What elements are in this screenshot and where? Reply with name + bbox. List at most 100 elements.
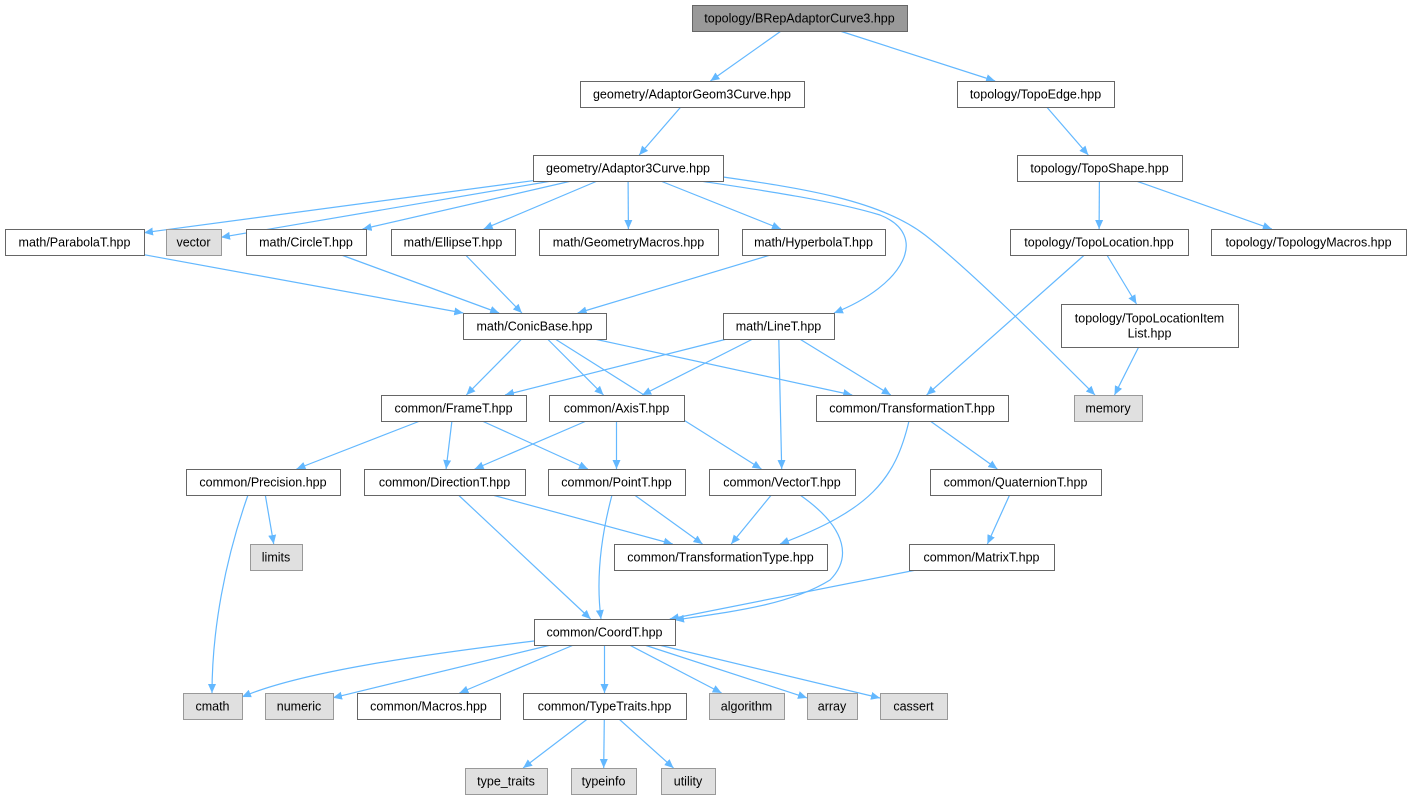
node-box[interactable] (465, 768, 548, 795)
node-pointt[interactable]: common/PointT.hpp (548, 469, 686, 496)
edge-adaptor3-to-parabola (143, 180, 534, 236)
node-label: common/CoordT.hpp (546, 626, 662, 640)
edge-transformationt-to-transftype (779, 420, 910, 545)
node-algorithm[interactable]: algorithm (709, 693, 785, 720)
node-box[interactable] (661, 768, 716, 795)
edge-line (143, 180, 534, 236)
node-box[interactable] (816, 395, 1009, 422)
node-box[interactable] (533, 155, 724, 182)
edge-conicbase-to-transformationt (594, 338, 853, 397)
node-box[interactable] (1061, 304, 1239, 348)
node-box[interactable] (742, 229, 886, 256)
node-adaptorgeom3[interactable]: geometry/AdaptorGeom3Curve.hpp (580, 81, 805, 108)
edge-adaptor3-to-vector (220, 180, 552, 240)
node-hyperbola[interactable]: math/HyperbolaT.hpp (742, 229, 886, 256)
node-quaterniont[interactable]: common/QuaternionT.hpp (930, 469, 1102, 496)
node-box[interactable] (1017, 155, 1183, 182)
node-box[interactable] (614, 544, 828, 571)
node-geommacros[interactable]: math/GeometryMacros.hpp (539, 229, 719, 256)
node-adaptor3[interactable]: geometry/Adaptor3Curve.hpp (533, 155, 724, 182)
node-box[interactable] (880, 693, 948, 720)
node-label: math/HyperbolaT.hpp (754, 236, 873, 250)
node-box[interactable] (250, 544, 303, 571)
node-toposhape[interactable]: topology/TopoShape.hpp (1017, 155, 1183, 182)
node-vectort[interactable]: common/VectorT.hpp (709, 469, 856, 496)
node-box[interactable] (548, 469, 686, 496)
edge-coordt-to-numeric (332, 644, 551, 700)
node-box[interactable] (186, 469, 341, 496)
node-root[interactable]: topology/BRepAdaptorCurve3.hpp (692, 5, 908, 32)
node-box[interactable] (723, 313, 835, 340)
node-box[interactable] (534, 619, 676, 646)
node-box[interactable] (549, 395, 685, 422)
node-box[interactable] (523, 693, 687, 720)
node-directiont[interactable]: common/DirectionT.hpp (364, 469, 526, 496)
node-transftype[interactable]: common/TransformationType.hpp (614, 544, 828, 571)
node-box[interactable] (1211, 229, 1407, 256)
node-box[interactable] (183, 693, 243, 720)
node-box[interactable] (357, 693, 501, 720)
node-topolocation[interactable]: topology/TopoLocation.hpp (1010, 229, 1189, 256)
node-label: cmath (195, 700, 229, 714)
node-typetraits[interactable]: common/TypeTraits.hpp (523, 693, 687, 720)
node-ellipse[interactable]: math/EllipseT.hpp (391, 229, 516, 256)
node-transformationt[interactable]: common/TransformationT.hpp (816, 395, 1009, 422)
node-box[interactable] (246, 229, 367, 256)
node-numeric[interactable]: numeric (265, 693, 334, 720)
edge-line (634, 494, 703, 545)
node-box[interactable] (391, 229, 516, 256)
edge-line (474, 420, 587, 470)
node-label: common/FrameT.hpp (394, 402, 512, 416)
node-vector[interactable]: vector (166, 229, 222, 256)
node-framet[interactable]: common/FrameT.hpp (381, 395, 527, 422)
edge-root-to-adaptorgeom3 (710, 30, 782, 82)
edge-line (492, 494, 673, 546)
node-box[interactable] (1074, 395, 1143, 422)
node-box[interactable] (5, 229, 145, 256)
edge-directiont-to-transftype (492, 494, 673, 546)
node-box[interactable] (364, 469, 526, 496)
node-coordt[interactable]: common/CoordT.hpp (534, 619, 676, 646)
node-matrixt[interactable]: common/MatrixT.hpp (909, 544, 1055, 571)
node-precision[interactable]: common/Precision.hpp (186, 469, 341, 496)
node-cassert[interactable]: cassert (880, 693, 948, 720)
edge-line (722, 176, 1096, 396)
edge-directiont-to-coordt (457, 494, 592, 620)
node-box[interactable] (166, 229, 222, 256)
node-box[interactable] (930, 469, 1102, 496)
node-conicbase[interactable]: math/ConicBase.hpp (463, 313, 607, 340)
node-circle[interactable]: math/CircleT.hpp (246, 229, 367, 256)
node-topoedge[interactable]: topology/TopoEdge.hpp (957, 81, 1115, 108)
edge-line (143, 254, 464, 316)
node-box[interactable] (265, 693, 334, 720)
edge-conicbase-to-axist (547, 338, 604, 396)
node-array[interactable]: array (807, 693, 858, 720)
node-box[interactable] (957, 81, 1115, 108)
edge-linet-to-vectort (777, 338, 786, 470)
node-box[interactable] (571, 768, 637, 795)
node-box[interactable] (709, 469, 856, 496)
node-box[interactable] (909, 544, 1055, 571)
node-axist[interactable]: common/AxisT.hpp (549, 395, 685, 422)
node-cmath[interactable]: cmath (183, 693, 243, 720)
node-box[interactable] (381, 395, 527, 422)
node-box[interactable] (692, 5, 908, 32)
node-box[interactable] (539, 229, 719, 256)
node-utility[interactable]: utility (661, 768, 716, 795)
node-label: math/ParabolaT.hpp (19, 236, 131, 250)
node-box[interactable] (463, 313, 607, 340)
node-label: math/CircleT.hpp (259, 236, 353, 250)
node-box[interactable] (580, 81, 805, 108)
node-typeinfo[interactable]: typeinfo (571, 768, 637, 795)
node-box[interactable] (1010, 229, 1189, 256)
node-limits[interactable]: limits (250, 544, 303, 571)
node-memory[interactable]: memory (1074, 395, 1143, 422)
node-linet[interactable]: math/LineT.hpp (723, 313, 835, 340)
node-macros[interactable]: common/Macros.hpp (357, 693, 501, 720)
node-parabola[interactable]: math/ParabolaT.hpp (5, 229, 145, 256)
node-box[interactable] (709, 693, 785, 720)
node-topomacros[interactable]: topology/TopologyMacros.hpp (1211, 229, 1407, 256)
node-box[interactable] (807, 693, 858, 720)
node-type_traits[interactable]: type_traits (465, 768, 548, 795)
